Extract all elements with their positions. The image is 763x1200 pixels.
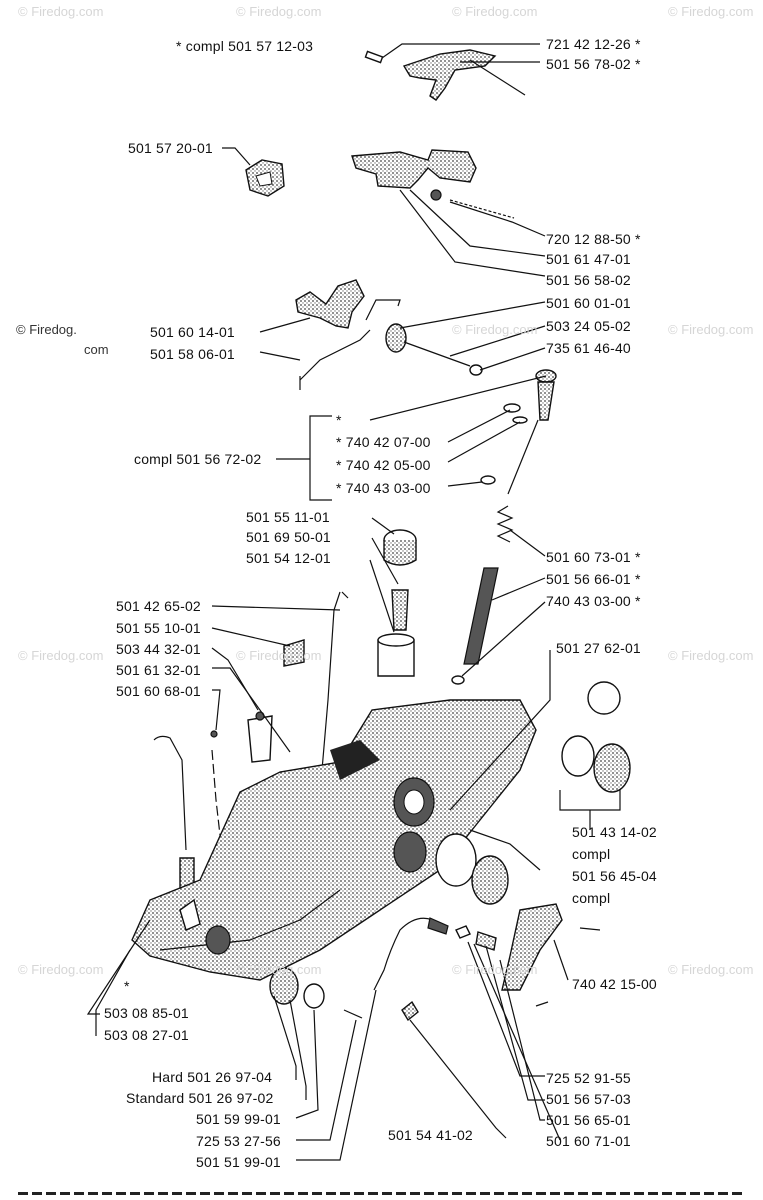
part-label: 501 60 68-01 xyxy=(116,683,201,699)
leader-lines-choke xyxy=(259,301,546,371)
oil-hose-part xyxy=(321,591,349,771)
part-label: 501 59 99-01 xyxy=(196,1111,281,1127)
part-label: 501 56 58-02 xyxy=(546,272,631,288)
leader-lines-top xyxy=(381,43,540,63)
watermark: © Firedog.com xyxy=(18,4,104,19)
part-label: 735 61 46-40 xyxy=(546,340,631,356)
part-label: 503 24 05-02 xyxy=(546,318,631,334)
part-label: 740 43 03-00 * xyxy=(546,593,641,609)
watermark: © Firedog.com xyxy=(18,962,104,977)
part-label: * 740 42 05-00 xyxy=(336,457,431,473)
part-label: compl xyxy=(572,846,611,862)
part-label: 501 58 06-01 xyxy=(150,346,235,362)
part-label: 501 56 57-03 xyxy=(546,1091,631,1107)
throttle-trigger-part xyxy=(351,149,515,219)
part-label: 720 12 88-50 * xyxy=(546,231,641,247)
part-label: 503 08 85-01 xyxy=(104,1005,189,1021)
part-label: 501 51 99-01 xyxy=(196,1154,281,1170)
part-label: 501 56 65-01 xyxy=(546,1112,631,1128)
watermark: © Firedog.com xyxy=(668,322,754,337)
rubber-buffer-part xyxy=(222,147,285,197)
part-label: 501 69 50-01 xyxy=(246,529,331,545)
watermark: © Firedog.com xyxy=(452,962,538,977)
part-label: 503 08 27-01 xyxy=(104,1027,189,1043)
watermark: © Firedog.com xyxy=(18,648,104,663)
part-label: 721 42 12-26 * xyxy=(546,36,641,52)
part-label: 725 52 91-55 xyxy=(546,1070,631,1086)
part-label: * xyxy=(336,412,342,428)
oil-line-part xyxy=(373,903,601,1022)
leader-lines-column xyxy=(276,375,547,501)
leader-lines-left xyxy=(211,605,341,753)
bottom-divider xyxy=(18,1192,745,1195)
watermark: © Firedog.com xyxy=(236,4,322,19)
part-label: 501 60 71-01 xyxy=(546,1133,631,1149)
part-label: 501 57 20-01 xyxy=(128,140,213,156)
part-label-compl-top: * compl 501 57 12-03 xyxy=(176,38,314,54)
part-label: * 740 42 07-00 xyxy=(336,434,431,450)
part-label: * 740 43 03-00 xyxy=(336,480,431,496)
part-label: 501 56 66-01 * xyxy=(546,571,641,587)
part-label: Hard 501 26 97-04 xyxy=(152,1069,273,1085)
pump-parts xyxy=(435,650,631,905)
part-label: 501 60 01-01 xyxy=(546,295,631,311)
part-label: 501 55 11-01 xyxy=(246,509,330,525)
part-label: 740 42 15-00 xyxy=(572,976,657,992)
part-label: 501 42 65-02 xyxy=(116,598,201,614)
watermark: © Firedog.com xyxy=(236,648,322,663)
filter-cap-part xyxy=(247,639,305,763)
spring-part xyxy=(496,505,514,543)
part-label: 501 56 78-02 * xyxy=(546,56,641,72)
part-label: * xyxy=(124,978,130,994)
watermark: © Firedog.com xyxy=(452,4,538,19)
part-label: 501 60 14-01 xyxy=(150,324,235,340)
crankcase-body xyxy=(131,699,537,981)
watermark-side-2: com xyxy=(84,342,109,357)
throttle-lever-part xyxy=(364,49,526,101)
part-label: 501 55 10-01 xyxy=(116,620,201,636)
choke-lever-part xyxy=(295,279,401,390)
watermark: © Firedog.com xyxy=(668,648,754,663)
leader-lines-bottom xyxy=(86,919,569,1161)
part-label: compl xyxy=(572,890,611,906)
part-label: 501 56 45-04 xyxy=(572,868,657,884)
part-label: 501 61 32-01 xyxy=(116,662,201,678)
leader-lines-trigger xyxy=(399,189,546,277)
watermark: © Firedog.com xyxy=(668,4,754,19)
fuel-tube-part xyxy=(153,730,225,891)
part-label: 503 44 32-01 xyxy=(116,641,201,657)
part-label: 501 54 41-02 xyxy=(388,1127,473,1143)
part-label: 501 61 47-01 xyxy=(546,251,631,267)
part-label: 725 53 27-56 xyxy=(196,1133,281,1149)
valve-stem-part xyxy=(480,369,557,495)
leader-lines-spring xyxy=(461,529,546,677)
part-label: 501 27 62-01 xyxy=(556,640,641,656)
watermark: © Firedog.com xyxy=(668,962,754,977)
watermark: © Firedog.com xyxy=(452,322,538,337)
shaft-part xyxy=(385,323,483,376)
part-label: 501 43 14-02 xyxy=(572,824,657,840)
part-label-compl-mid: compl 501 56 72-02 xyxy=(134,451,262,467)
watermark-side-1: © Firedog. xyxy=(16,322,77,337)
bottom-parts xyxy=(269,967,363,1019)
part-label: Standard 501 26 97-02 xyxy=(126,1090,274,1106)
watermark: © Firedog.com xyxy=(236,962,322,977)
part-label: 501 60 73-01 * xyxy=(546,549,641,565)
sleeve-part xyxy=(451,567,499,685)
part-label: 501 54 12-01 xyxy=(246,550,331,566)
cap-parts xyxy=(369,517,417,677)
